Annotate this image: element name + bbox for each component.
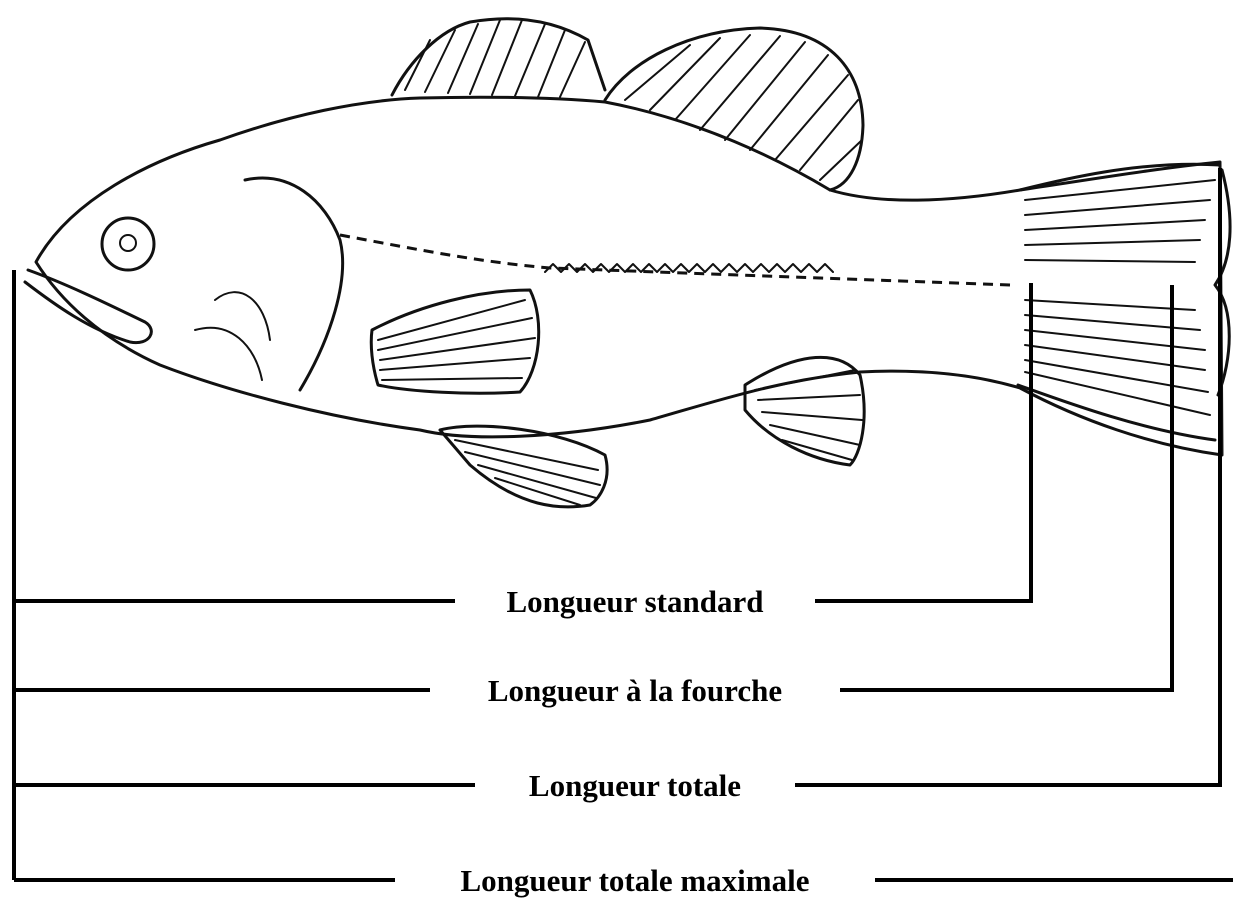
fish-mouth bbox=[25, 270, 151, 343]
fish-body-outline bbox=[36, 97, 1222, 455]
fish-pupil bbox=[120, 235, 136, 251]
pectoral-fin bbox=[371, 290, 538, 393]
spiny-dorsal-fin bbox=[392, 19, 605, 97]
soft-dorsal-fin bbox=[605, 28, 863, 190]
caudal-fin bbox=[1018, 164, 1230, 440]
lateral-line bbox=[340, 235, 1010, 285]
fish-eye bbox=[102, 218, 154, 270]
gill-cover bbox=[245, 178, 343, 390]
fish-illustration bbox=[25, 19, 1230, 507]
fork-length-line-right bbox=[840, 285, 1172, 690]
total-length-label: Longueur totale bbox=[529, 768, 741, 803]
measurement-labels: Longueur standard Longueur à la fourche … bbox=[460, 584, 809, 898]
pelvic-fin bbox=[440, 426, 607, 507]
fork-length-label: Longueur à la fourche bbox=[488, 673, 782, 708]
max-total-length-label: Longueur totale maximale bbox=[460, 863, 809, 898]
lateral-scales bbox=[545, 264, 833, 272]
standard-length-label: Longueur standard bbox=[507, 584, 764, 619]
